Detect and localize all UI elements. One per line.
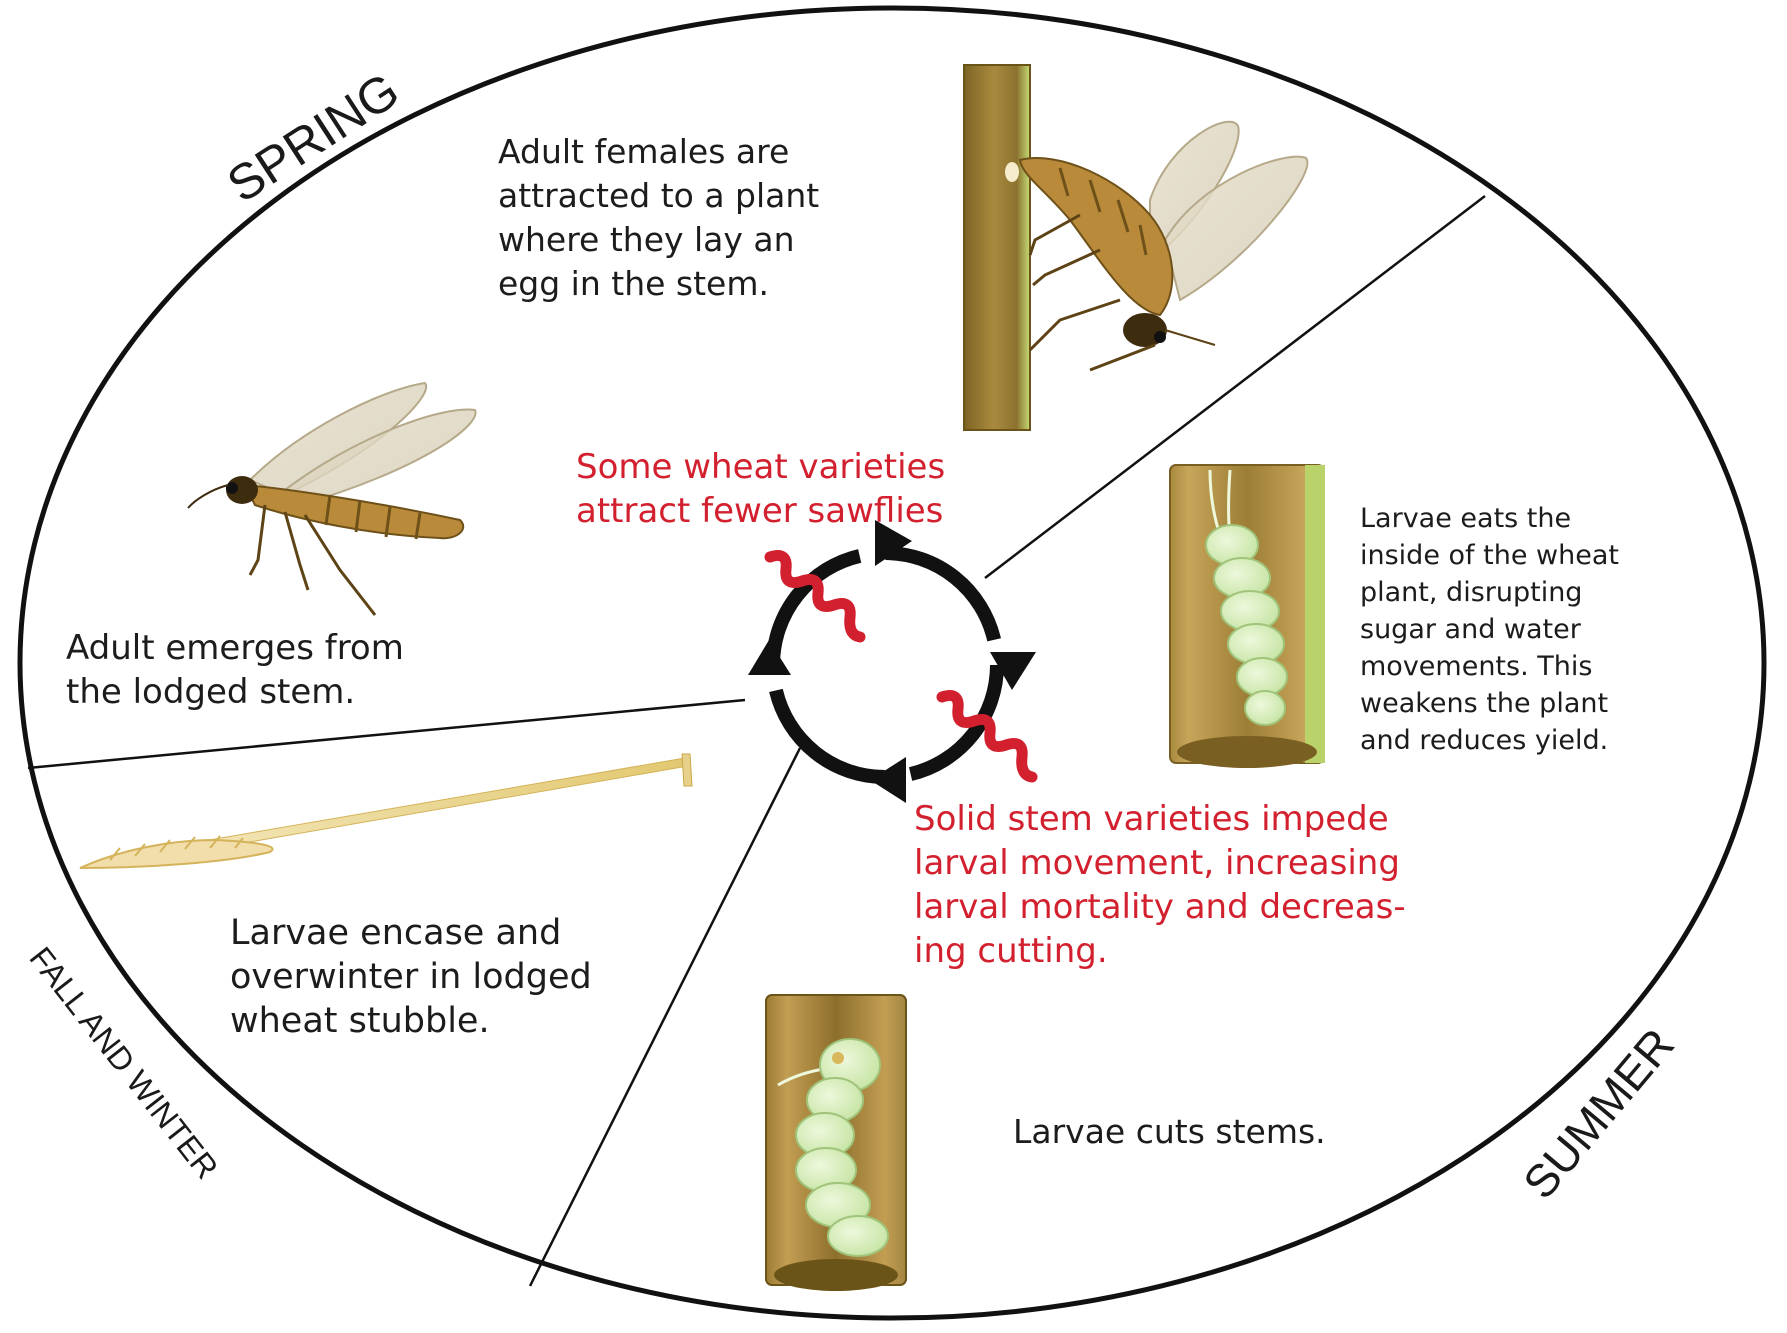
lodged-wheat-stubble — [80, 754, 692, 868]
larva-feeding-in-stem — [1170, 465, 1325, 768]
adult-sawfly-flying — [188, 383, 476, 615]
stage-overwinter-text: Larvae encase and overwinter in lodged w… — [230, 913, 603, 1041]
stage-larvae-feeding-text: Larvae eats the inside of the wheat plan… — [1360, 503, 1628, 756]
stage-egg-laying-text: Adult females are attracted to a plant w… — [498, 132, 830, 303]
intervention-solid-stem-text: Solid stem varieties impede larval movem… — [914, 799, 1416, 971]
cycle-arrows-icon — [773, 553, 997, 777]
larva-cutting-stem — [766, 995, 906, 1291]
wheat-stem-with-female-sawfly — [964, 65, 1307, 430]
stage-larvae-cutting-text: Larvae cuts stems. — [1013, 1112, 1326, 1151]
intervention-fewer-sawflies-text: Some wheat varieties attract fewer sawfl… — [576, 447, 956, 531]
stage-adult-emerges-text: Adult emerges from the lodged stem. — [66, 628, 415, 712]
season-label-spring: SPRING — [217, 62, 408, 213]
